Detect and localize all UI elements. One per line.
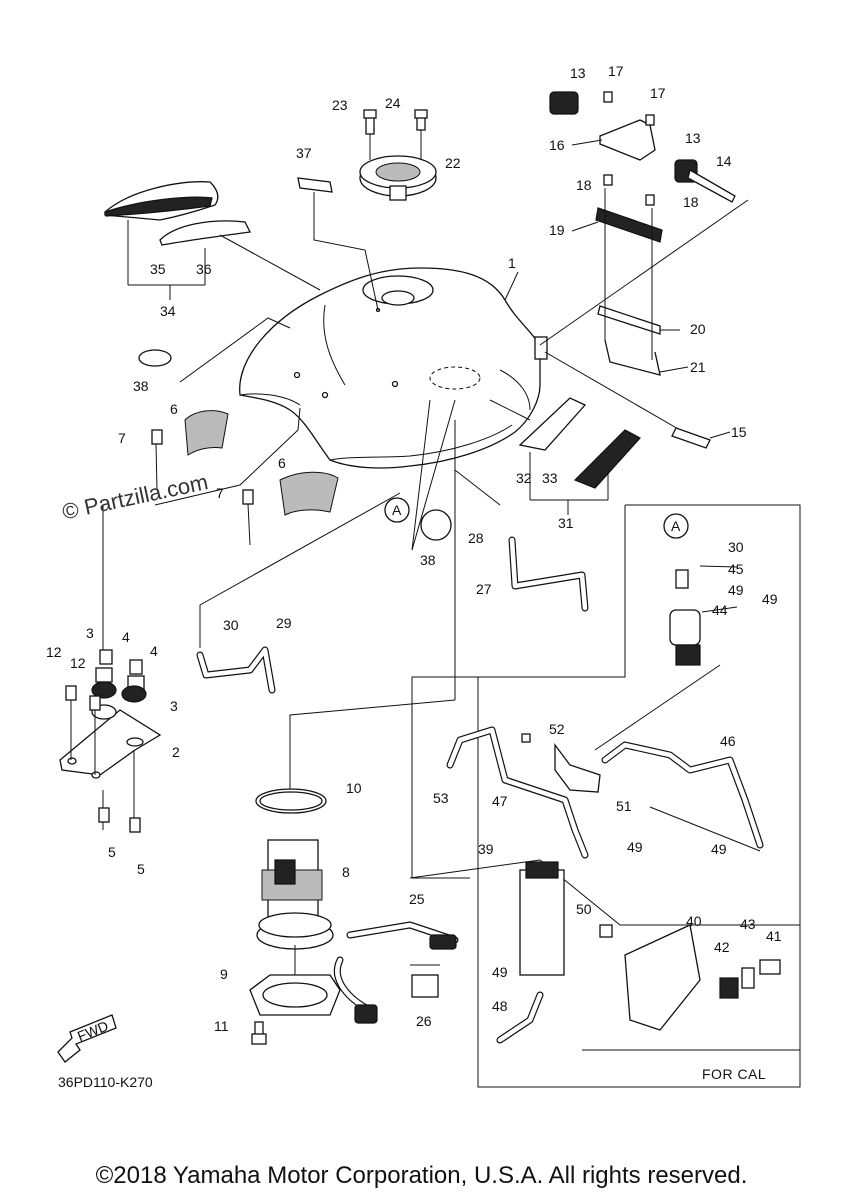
damper-pad [138, 349, 172, 367]
callout-18a: 18 [576, 177, 592, 193]
callout-49e: 49 [492, 964, 508, 980]
callout-6a: 6 [170, 401, 178, 417]
callout-30a: 30 [223, 617, 239, 633]
callout-10: 10 [346, 780, 362, 796]
callout-45: 45 [728, 561, 744, 577]
callout-5a: 5 [108, 844, 116, 860]
callout-34: 34 [160, 303, 176, 319]
callout-4a: 4 [122, 629, 130, 645]
breather-hoses [196, 420, 589, 790]
callout-38b: 38 [420, 552, 436, 568]
callout-46: 46 [720, 733, 736, 749]
callout-a-cal: A [671, 518, 681, 534]
fuel-pump-harness [333, 921, 459, 1024]
callout-33: 33 [542, 470, 558, 486]
callout-17b: 17 [650, 85, 666, 101]
callout-3b: 3 [170, 698, 178, 714]
callout-39: 39 [478, 841, 494, 857]
callout-a-main: A [392, 502, 402, 518]
callout-13b: 13 [685, 130, 701, 146]
side-cover-set [104, 181, 321, 300]
callout-36: 36 [196, 261, 212, 277]
diagram-code: 36PD110-K270 [58, 1074, 153, 1090]
callout-37: 37 [296, 145, 312, 161]
callout-a-circle-main [384, 497, 410, 523]
callout-49c: 49 [627, 839, 643, 855]
damper-pad-lower [420, 509, 452, 541]
callout-24: 24 [385, 95, 401, 111]
callout-16: 16 [549, 137, 565, 153]
leader-lines [504, 139, 761, 852]
callout-18b: 18 [683, 194, 699, 210]
callout-25: 25 [409, 891, 425, 907]
callout-1: 1 [508, 255, 516, 271]
callout-26: 26 [416, 1013, 432, 1029]
fuel-tank [239, 267, 548, 469]
callout-38a: 38 [133, 378, 149, 394]
callout-5b: 5 [137, 861, 145, 877]
callout-28: 28 [468, 530, 484, 546]
callout-50: 50 [576, 901, 592, 917]
callout-20: 20 [690, 321, 706, 337]
callout-8: 8 [342, 864, 350, 880]
callout-29: 29 [276, 615, 292, 631]
lower-side-covers [489, 397, 641, 515]
callout-15: 15 [731, 424, 747, 440]
callout-14: 14 [716, 153, 732, 169]
callout-49d: 49 [711, 841, 727, 857]
callout-30b: 30 [728, 539, 744, 555]
callout-a-circle-cal [663, 513, 689, 539]
callout-12a: 12 [46, 644, 62, 660]
copyright-notice: ©2018 Yamaha Motor Corporation, U.S.A. A… [95, 1162, 748, 1189]
fuel-cap-assembly [359, 109, 437, 201]
callout-22: 22 [445, 155, 461, 171]
label-sticker [297, 177, 379, 311]
fuel-pump-assembly [249, 788, 341, 1045]
callout-42: 42 [714, 939, 730, 955]
callout-11: 11 [214, 1018, 229, 1034]
callout-41: 41 [766, 928, 782, 944]
callout-21: 21 [690, 359, 706, 375]
mount-bracket [59, 649, 162, 833]
callout-52: 52 [549, 721, 565, 737]
forward-arrow-icon: FWD [57, 1014, 117, 1063]
callout-9: 9 [220, 966, 228, 982]
callout-51: 51 [616, 798, 632, 814]
callout-3a: 3 [86, 625, 94, 641]
rubber-dampers [102, 407, 339, 650]
callout-43: 43 [740, 916, 756, 932]
callout-13a: 13 [570, 65, 586, 81]
callout-7a: 7 [118, 430, 126, 446]
callout-27: 27 [476, 581, 492, 597]
callout-40: 40 [686, 913, 702, 929]
callout-53: 53 [433, 790, 449, 806]
callout-19: 19 [549, 222, 565, 238]
callout-labels: 1 2 3 3 4 4 5 5 6 6 7 7 8 9 10 11 12 12 … [46, 63, 782, 1034]
callout-4b: 4 [150, 643, 158, 659]
evap-system-parts [409, 569, 800, 1051]
callout-7b: 7 [216, 485, 224, 501]
callout-49b: 49 [762, 591, 778, 607]
callout-17a: 17 [608, 63, 624, 79]
callout-23: 23 [332, 97, 348, 113]
callout-32: 32 [516, 470, 532, 486]
tank-rear-bracket [539, 91, 749, 449]
for-cal-label: FOR CAL [702, 1066, 767, 1082]
callout-31: 31 [558, 515, 574, 531]
callout-35: 35 [150, 261, 166, 277]
fwd-label: FWD [75, 1018, 111, 1045]
callout-2: 2 [172, 744, 180, 760]
callout-49a: 49 [728, 582, 744, 598]
callout-12b: 12 [70, 655, 86, 671]
callout-48: 48 [492, 998, 508, 1014]
callout-6b: 6 [278, 455, 286, 471]
callout-47: 47 [492, 793, 508, 809]
callout-44: 44 [712, 602, 728, 618]
